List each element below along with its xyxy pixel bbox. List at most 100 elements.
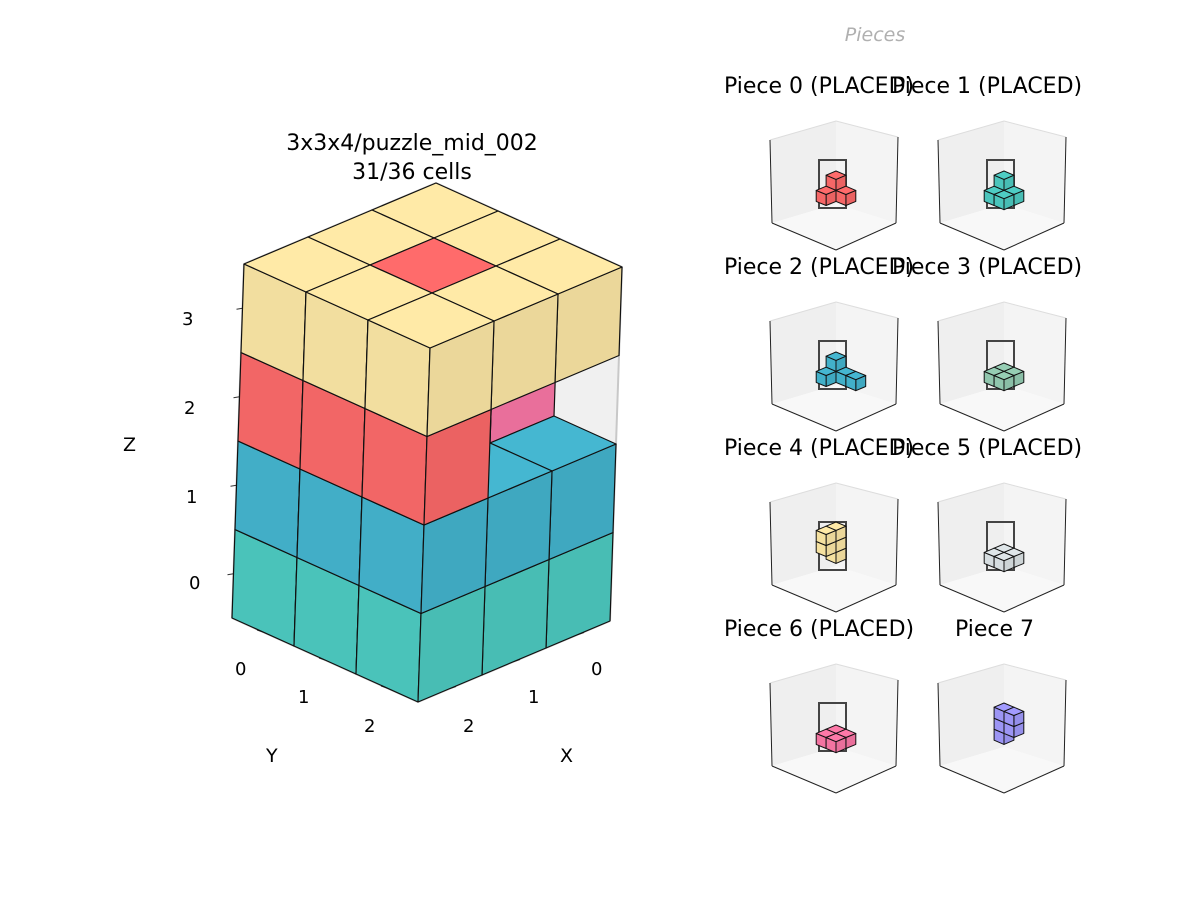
cube-face-top <box>825 351 847 361</box>
pane-edge <box>835 663 899 681</box>
axis-line <box>769 320 773 405</box>
piece-7-cube <box>1003 706 1025 727</box>
z-axis-label: Z <box>123 434 137 456</box>
x-tick-0: 0 <box>591 659 603 680</box>
pane-floor <box>772 204 896 250</box>
piece-0-view[interactable] <box>769 120 899 251</box>
pane-floor <box>940 747 1064 793</box>
piece-5-title: Piece 5 (PLACED) <box>892 436 1083 461</box>
piece-5-view[interactable] <box>937 482 1067 613</box>
pane-edge <box>1003 663 1067 681</box>
z-tick-mark <box>227 573 234 576</box>
pane-edge <box>769 482 837 503</box>
axis-line <box>895 679 899 767</box>
main-cube <box>364 292 495 438</box>
axis-line <box>1063 679 1067 767</box>
axis-line <box>1003 403 1065 432</box>
pane-edge <box>937 482 1005 503</box>
y-tick-1: 1 <box>298 687 310 708</box>
axis-line <box>771 403 837 432</box>
y-tick-0: 0 <box>235 659 247 680</box>
axis-line <box>835 403 897 432</box>
axis-line <box>771 765 837 794</box>
axis-line <box>1003 584 1065 613</box>
pane-floor <box>940 204 1064 250</box>
piece-2-cube <box>815 366 837 387</box>
piece-0-cube <box>815 185 837 206</box>
cube-face-top <box>835 185 857 195</box>
axis-line <box>937 501 941 586</box>
axis-line <box>771 584 837 613</box>
cube-face-top <box>993 551 1015 562</box>
axis-line <box>939 403 1005 432</box>
pane-edge <box>937 120 1005 141</box>
piece-0-cube <box>835 185 857 206</box>
cube-face-top <box>993 189 1015 200</box>
axis-line <box>937 320 941 405</box>
z-tick-0: 0 <box>189 573 201 594</box>
piece-3-view[interactable] <box>937 301 1067 432</box>
z-tick-mark <box>233 396 240 399</box>
piece-7-view[interactable] <box>937 663 1067 794</box>
z-tick-1: 1 <box>186 487 198 508</box>
piece-2-title: Piece 2 (PLACED) <box>724 255 915 280</box>
piece-6-title: Piece 6 (PLACED) <box>724 617 915 642</box>
axis-line <box>895 498 899 586</box>
axis-line <box>1063 498 1067 586</box>
axis-line <box>771 222 837 251</box>
piece-6-view[interactable] <box>769 663 899 794</box>
pane-floor <box>772 385 896 431</box>
cube-face-top <box>825 732 847 743</box>
pane-left <box>938 664 1004 766</box>
z-tick-3: 3 <box>182 309 194 330</box>
pane-edge <box>937 663 1005 684</box>
cube-face-top <box>815 366 837 376</box>
pane-edge <box>835 120 899 138</box>
axis-line <box>769 139 773 224</box>
axis-line <box>939 222 1005 251</box>
z-tick-mark <box>236 307 243 310</box>
axis-line <box>1063 136 1067 224</box>
pane-edge <box>937 301 1005 322</box>
axis-line <box>937 139 941 224</box>
axis-line <box>835 222 897 251</box>
piece-6-cube <box>825 732 847 754</box>
piece-1-cube <box>993 189 1015 211</box>
cube-face-top <box>993 370 1015 381</box>
cube-face-top <box>825 170 847 180</box>
cube-face-top <box>993 170 1015 180</box>
piece-3-cube <box>993 370 1015 392</box>
pane-floor <box>772 566 896 612</box>
pane-edge <box>769 663 837 684</box>
pieces-header: Pieces <box>844 24 906 46</box>
pane-edge <box>835 482 899 500</box>
axis-line <box>939 584 1005 613</box>
x-tick-2: 2 <box>463 716 475 737</box>
cube-face-top <box>845 370 867 381</box>
piece-4-cube <box>815 525 837 546</box>
cube-face-top <box>367 292 495 349</box>
pane-edge <box>1003 482 1067 500</box>
axis-line <box>835 584 897 613</box>
piece-2-view[interactable] <box>769 301 899 432</box>
pane-floor <box>940 385 1064 431</box>
pane-right <box>836 483 898 585</box>
pane-right <box>1004 664 1066 766</box>
puzzle-title: 3x3x4/puzzle_mid_002 <box>286 131 538 156</box>
axis-line <box>1003 222 1065 251</box>
cube-face-top <box>815 185 837 195</box>
axis-line <box>939 765 1005 794</box>
pane-floor <box>940 566 1064 612</box>
pane-floor <box>772 747 896 793</box>
axis-line <box>1063 317 1067 405</box>
pane-edge <box>1003 120 1067 138</box>
axis-line <box>835 765 897 794</box>
axis-line <box>937 682 941 767</box>
x-axis-label: X <box>560 745 574 767</box>
piece-1-view[interactable] <box>937 120 1067 251</box>
piece-4-view[interactable] <box>769 482 899 613</box>
piece-3-title: Piece 3 (PLACED) <box>892 255 1083 280</box>
piece-5-cube <box>993 551 1015 573</box>
piece-0-title: Piece 0 (PLACED) <box>724 74 915 99</box>
